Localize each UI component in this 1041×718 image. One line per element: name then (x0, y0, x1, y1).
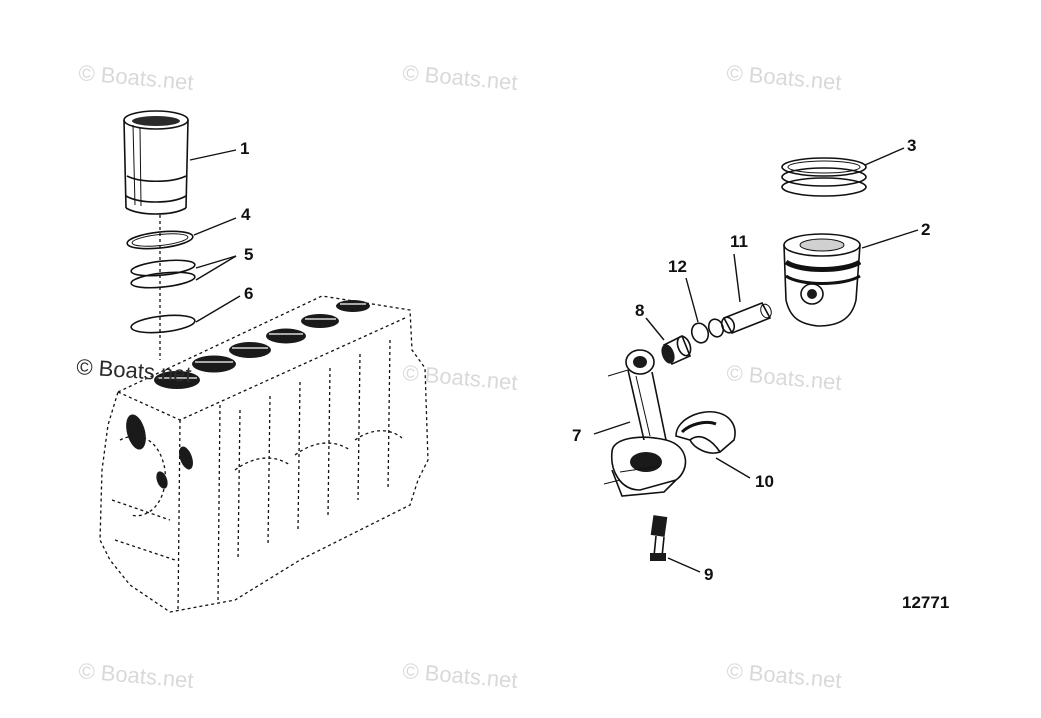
watermark: © Boats.net (402, 360, 519, 395)
snap-ring-part (690, 318, 725, 344)
piston-rings-part (781, 157, 867, 197)
engine-block-illustration (99, 295, 429, 613)
callout-10: 10 (755, 472, 774, 491)
watermark: © Boats.net (78, 658, 195, 693)
callout-5: 5 (244, 245, 253, 264)
bushing-part (661, 334, 692, 366)
piston-part (783, 233, 862, 327)
liner-seal-rings (126, 230, 196, 334)
watermark: © Boats.net (726, 658, 843, 693)
rod-bolt-part (650, 515, 668, 561)
callout-12: 12 (668, 257, 687, 276)
callout-8: 8 (635, 301, 644, 320)
watermark: © Boats.net (402, 60, 519, 95)
callout-1: 1 (240, 139, 249, 158)
callout-4: 4 (241, 205, 251, 224)
reference-number: 12771 (902, 593, 949, 612)
callout-9: 9 (704, 565, 713, 584)
watermark: © Boats.net (76, 354, 193, 387)
connecting-rod-part (603, 349, 687, 497)
cylinder-liner-part (123, 110, 189, 215)
bearing-shells-part (675, 411, 736, 454)
watermark: © Boats.net (726, 360, 843, 395)
watermark: © Boats.net (402, 658, 519, 693)
piston-pin-part (720, 301, 772, 335)
callout-7: 7 (572, 426, 581, 445)
watermark: © Boats.net (78, 60, 195, 95)
callout-numbers: 1 2 3 4 5 6 7 8 9 10 11 12 (240, 136, 930, 584)
callout-11: 11 (730, 232, 748, 251)
callout-2: 2 (921, 220, 930, 239)
callout-3: 3 (907, 136, 916, 155)
watermark: © Boats.net (726, 60, 843, 95)
leader-lines (189, 147, 919, 573)
callout-6: 6 (244, 284, 253, 303)
